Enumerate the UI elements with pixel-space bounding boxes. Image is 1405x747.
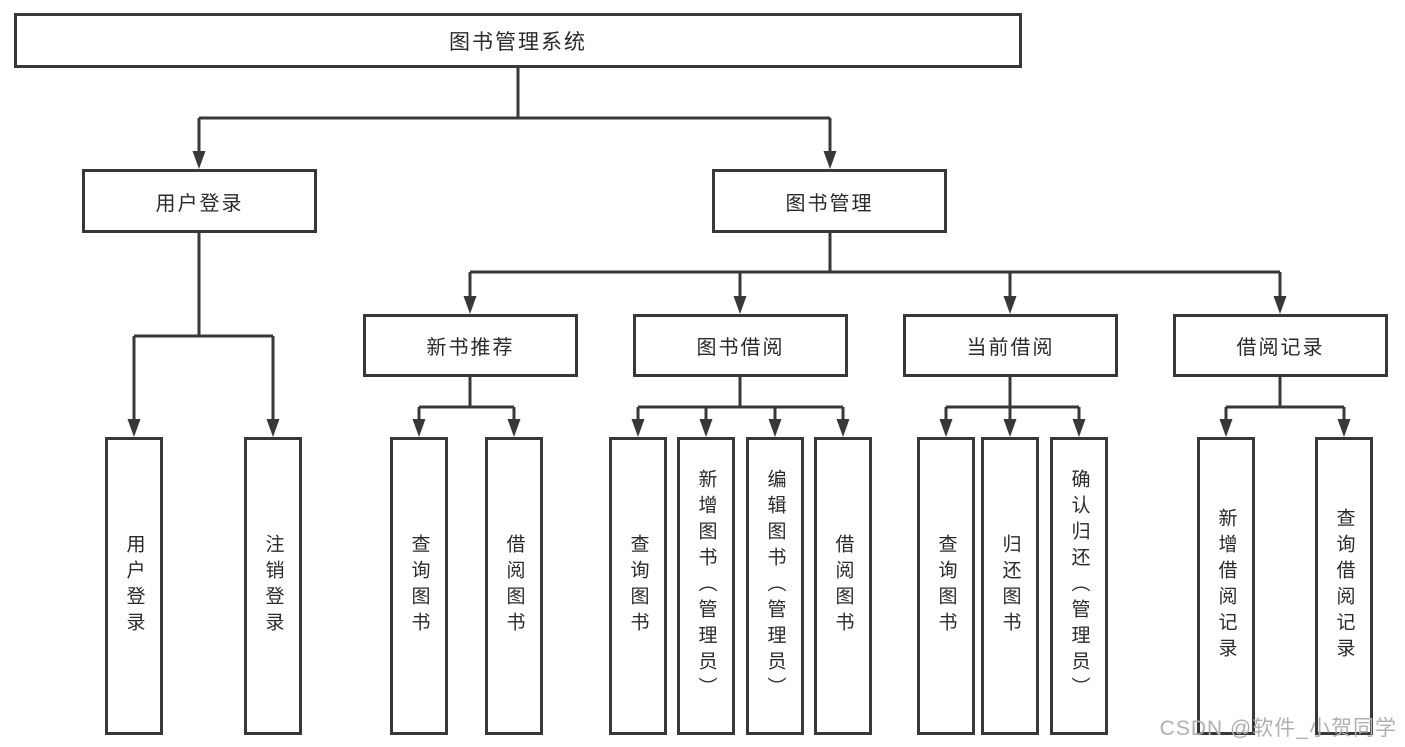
node-label: 借阅记录 — [1236, 337, 1325, 359]
node-label: 图书管理系统 — [449, 30, 587, 54]
node-book-borrowing: 图书借阅 — [633, 314, 848, 377]
leaf-query-borrow-record: 查询借阅记录 — [1315, 437, 1373, 735]
node-label: 查询图书 — [627, 534, 649, 638]
node-label: 编辑图书（管理员） — [764, 469, 786, 703]
node-book-management: 图书管理 — [712, 169, 947, 233]
node-label: 新增借阅记录 — [1215, 508, 1237, 664]
node-label: 借阅图书 — [503, 534, 525, 638]
csdn-watermark: CSDN @软件_小贺同学 — [1159, 717, 1397, 740]
node-label: 归还图书 — [999, 534, 1021, 638]
leaf-query-books-current: 查询图书 — [917, 437, 975, 735]
node-label: 注销登录 — [262, 534, 284, 638]
node-new-book-recommendation: 新书推荐 — [363, 314, 578, 377]
node-label: 新书推荐 — [426, 337, 515, 359]
node-label: 新增图书（管理员） — [695, 469, 717, 703]
node-label: 用户登录 — [123, 534, 145, 638]
leaf-query-books-borrowing: 查询图书 — [609, 437, 667, 735]
leaf-user-login: 用户登录 — [105, 437, 163, 735]
leaf-edit-books-admin: 编辑图书（管理员） — [746, 437, 804, 735]
node-library-management-system: 图书管理系统 — [14, 13, 1022, 68]
leaf-borrow-books-recommendation: 借阅图书 — [485, 437, 543, 735]
node-label: 查询借阅记录 — [1333, 508, 1355, 664]
node-label: 查询图书 — [408, 534, 430, 638]
node-user-login: 用户登录 — [82, 169, 317, 233]
node-label: 图书借阅 — [696, 337, 785, 359]
node-label: 当前借阅 — [966, 337, 1055, 359]
leaf-add-borrow-record: 新增借阅记录 — [1197, 437, 1255, 735]
node-label: 借阅图书 — [832, 534, 854, 638]
leaf-query-books-recommendation: 查询图书 — [390, 437, 448, 735]
leaf-logout: 注销登录 — [244, 437, 302, 735]
node-label: 用户登录 — [155, 192, 244, 215]
leaf-add-books-admin: 新增图书（管理员） — [677, 437, 735, 735]
leaf-confirm-return-admin: 确认归还（管理员） — [1050, 437, 1108, 735]
node-label: 查询图书 — [935, 534, 957, 638]
leaf-borrow-books-borrowing: 借阅图书 — [814, 437, 872, 735]
node-label: 图书管理 — [785, 192, 874, 215]
node-current-borrowing: 当前借阅 — [903, 314, 1118, 377]
node-label: 确认归还（管理员） — [1068, 469, 1090, 703]
node-borrowing-records: 借阅记录 — [1173, 314, 1388, 377]
leaf-return-books: 归还图书 — [981, 437, 1039, 735]
